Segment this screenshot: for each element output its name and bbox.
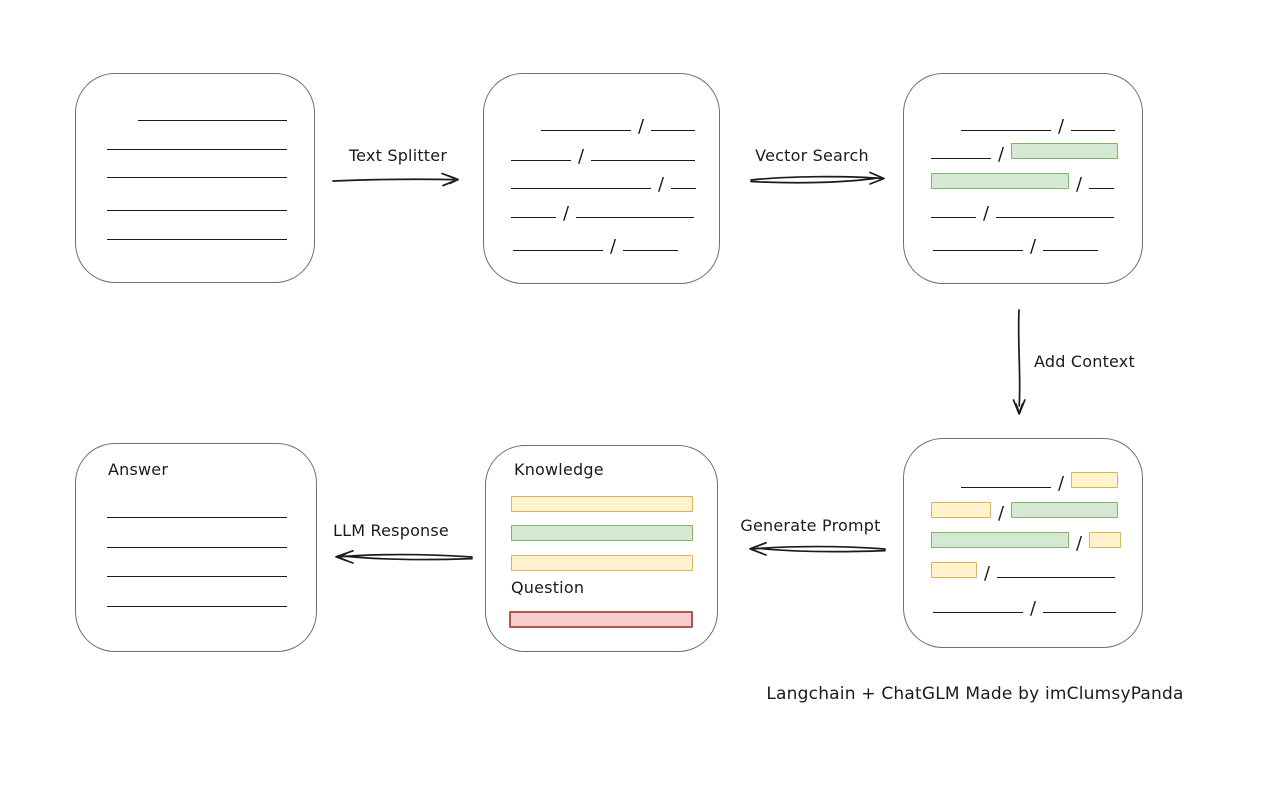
knowledge-label: Knowledge	[514, 460, 604, 479]
context-chunk-chip-yellow	[931, 502, 991, 518]
text-line	[138, 120, 287, 121]
text-line	[107, 606, 287, 607]
chunk-row: /	[933, 594, 1117, 619]
vector-search-arrow	[750, 171, 885, 185]
text-line	[961, 130, 1051, 131]
vector-search-label: Vector Search	[755, 146, 869, 165]
add-context-arrow	[1012, 309, 1026, 415]
text-line	[107, 177, 287, 178]
text-line	[651, 130, 696, 131]
text-line	[997, 577, 1116, 578]
slash-separator: /	[1058, 473, 1065, 494]
text-line	[107, 517, 287, 518]
matched-chunk-chip-green	[1011, 502, 1119, 518]
slash-separator: /	[563, 203, 570, 224]
knowledge-bar-yellow	[511, 555, 693, 571]
text-line	[671, 188, 697, 189]
slash-separator: /	[983, 203, 990, 224]
matched-chunk-chip-green	[931, 173, 1069, 189]
slash-separator: /	[984, 563, 991, 584]
text-splitter-label: Text Splitter	[348, 146, 448, 165]
text-line	[933, 250, 1023, 251]
question-label: Question	[511, 578, 585, 597]
matched-chunk-chip-green	[931, 532, 1069, 548]
text-line	[1043, 612, 1117, 613]
slash-separator: /	[638, 116, 645, 137]
slash-separator: /	[578, 146, 585, 167]
text-line	[511, 188, 651, 189]
chunk-row: /	[931, 170, 1115, 195]
add-context-label: Add Context	[1034, 352, 1135, 371]
answer-label: Answer	[108, 460, 169, 479]
text-line	[933, 612, 1023, 613]
chunk-row: /	[931, 140, 1119, 165]
slash-separator: /	[610, 236, 617, 257]
chunk-row: /	[511, 199, 695, 224]
slash-separator: /	[1030, 598, 1037, 619]
slash-separator: /	[1076, 533, 1083, 554]
prompt-box: Knowledge Question	[485, 445, 718, 652]
chunk-row: /	[931, 499, 1119, 524]
matched-chunks-box: / / / / /	[903, 73, 1143, 284]
text-line	[107, 210, 287, 211]
chunk-row: /	[511, 170, 697, 195]
context-chunk-chip-yellow	[1089, 532, 1122, 548]
chunk-row: /	[511, 142, 696, 167]
chunk-row: /	[931, 529, 1122, 554]
slash-separator: /	[1058, 116, 1065, 137]
text-line	[931, 217, 976, 218]
text-line	[996, 217, 1115, 218]
context-chunk-chip-yellow	[931, 562, 977, 578]
text-line	[511, 160, 571, 161]
slash-separator: /	[658, 174, 665, 195]
chunk-row: /	[961, 469, 1119, 494]
context-chunk-chip-yellow	[1071, 472, 1119, 488]
chunk-row: /	[933, 232, 1099, 257]
text-line	[513, 250, 603, 251]
text-line	[107, 239, 287, 240]
text-line	[1071, 130, 1116, 131]
chunk-row: /	[541, 112, 696, 137]
text-line	[591, 160, 696, 161]
document-box	[75, 73, 315, 283]
slash-separator: /	[1076, 174, 1083, 195]
chunk-row: /	[931, 559, 1116, 584]
text-line	[511, 217, 556, 218]
text-line	[541, 130, 631, 131]
chunk-row: /	[931, 199, 1115, 224]
slash-separator: /	[998, 503, 1005, 524]
chunk-row: /	[513, 232, 679, 257]
question-bar-red	[509, 611, 693, 628]
generate-prompt-arrow	[749, 541, 886, 556]
context-chunks-box: / / / / /	[903, 438, 1143, 648]
matched-chunk-chip-green	[1011, 143, 1119, 159]
text-line	[107, 576, 287, 577]
caption-text: Langchain + ChatGLM Made by imClumsyPand…	[766, 684, 1184, 704]
slash-separator: /	[1030, 236, 1037, 257]
text-line	[961, 487, 1051, 488]
text-splitter-arrow	[332, 172, 459, 187]
answer-box: Answer	[75, 443, 317, 652]
llm-response-arrow	[335, 549, 473, 564]
split-chunks-box: / / / / /	[483, 73, 720, 284]
knowledge-bar-yellow	[511, 496, 693, 512]
text-line	[1043, 250, 1099, 251]
chunk-row: /	[961, 112, 1116, 137]
llm-response-label: LLM Response	[333, 521, 449, 540]
text-line	[576, 217, 695, 218]
knowledge-bar-green	[511, 525, 693, 541]
text-line	[1089, 188, 1115, 189]
slash-separator: /	[998, 144, 1005, 165]
text-line	[107, 149, 287, 150]
text-line	[107, 547, 287, 548]
text-line	[931, 158, 991, 159]
text-line	[623, 250, 679, 251]
generate-prompt-label: Generate Prompt	[740, 516, 881, 535]
